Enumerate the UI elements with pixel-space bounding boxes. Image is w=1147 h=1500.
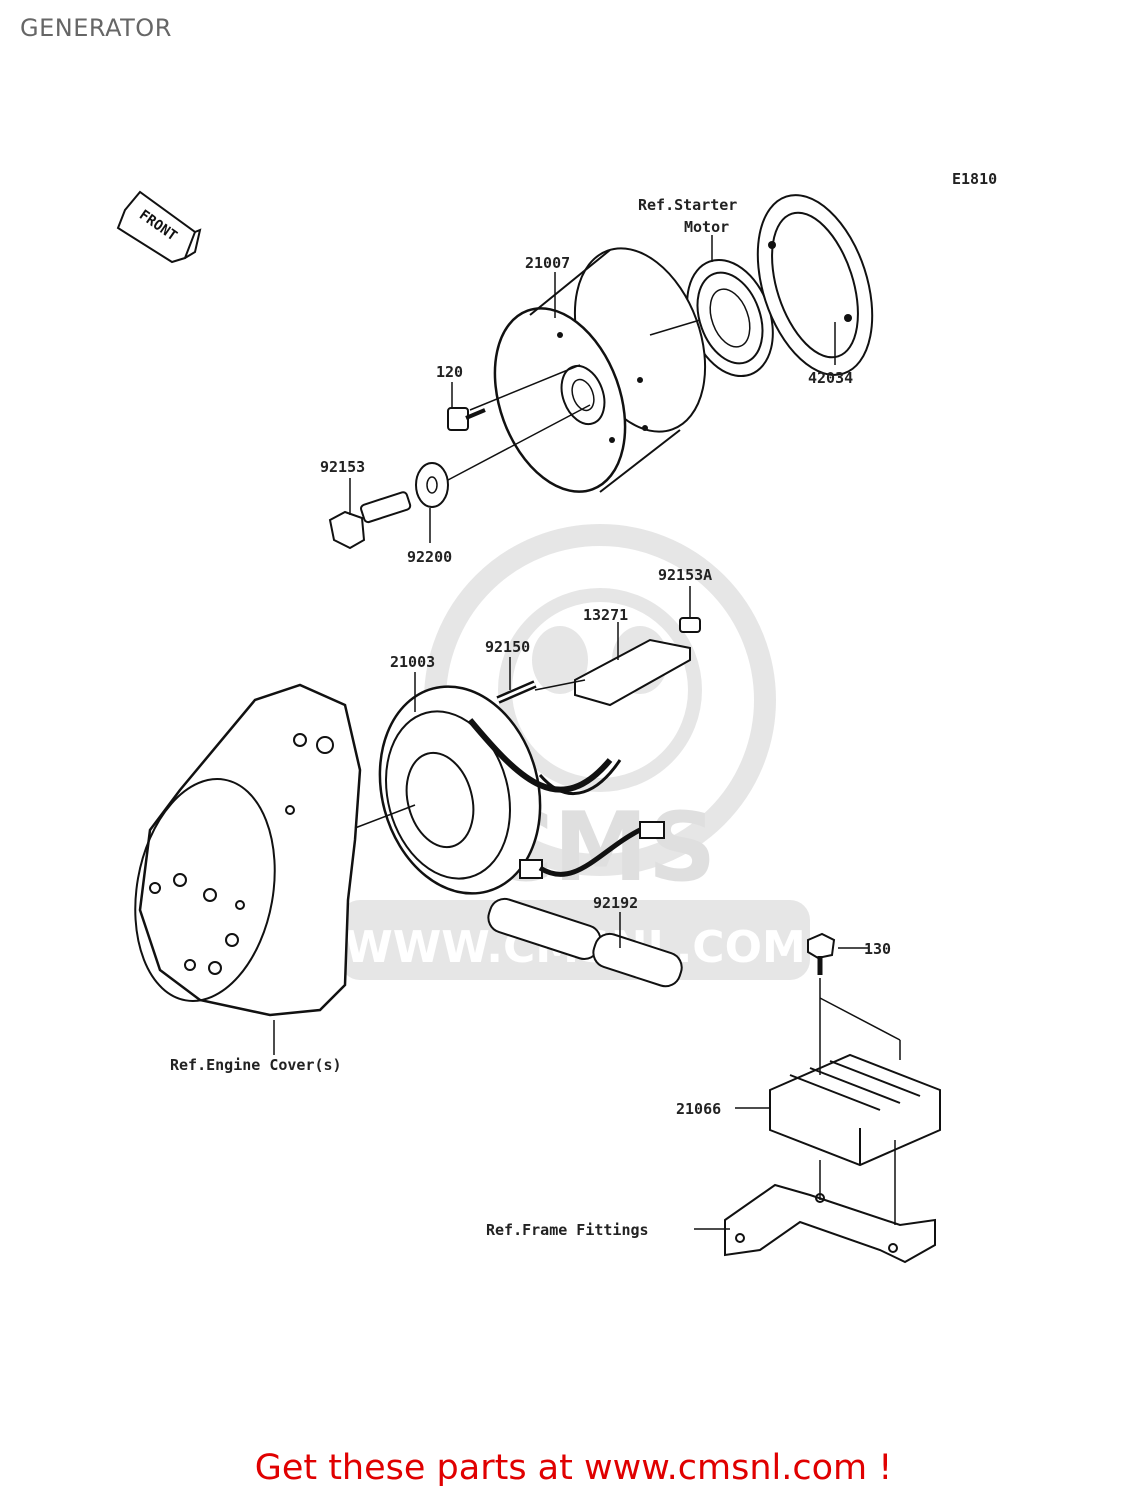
footer-cta[interactable]: Get these parts at www.cmsnl.com !	[0, 1448, 1147, 1488]
label-21066: 21066	[676, 1100, 721, 1118]
starter-clutch	[686, 258, 774, 378]
label-92153A: 92153A	[658, 566, 712, 584]
label-ref-frame-fittings: Ref.Frame Fittings	[486, 1221, 649, 1239]
label-13271: 13271	[583, 606, 628, 624]
label-21007: 21007	[525, 254, 570, 272]
frame-bracket	[724, 1183, 936, 1264]
front-arrow-icon: FRONT	[116, 190, 202, 264]
diagram-code: E1810	[952, 170, 997, 188]
label-ref-starter-motor: Motor	[684, 218, 729, 236]
label-92200: 92200	[407, 548, 452, 566]
leader-lines	[273, 235, 901, 1230]
part-92192-tubes	[487, 897, 683, 988]
label-120: 120	[436, 363, 463, 381]
label-21003: 21003	[390, 653, 435, 671]
part-92200-washer	[415, 462, 449, 508]
part-92150-screw	[496, 680, 537, 704]
label-130: 130	[864, 940, 891, 958]
label-92150: 92150	[485, 638, 530, 656]
label-92192: 92192	[593, 894, 638, 912]
part-92153A-bolt	[679, 617, 701, 633]
part-21007-rotor	[493, 247, 707, 495]
label-42034: 42034	[808, 369, 853, 387]
part-42034-ring	[756, 194, 874, 376]
part-21003-stator	[378, 685, 665, 895]
label-ref-engine-cover: Ref.Engine Cover(s)	[170, 1056, 342, 1074]
part-92153-bolt	[328, 491, 412, 550]
part-13271-plate	[574, 638, 691, 707]
part-120-bolt	[447, 407, 486, 431]
label-ref-starter: Ref.Starter	[638, 196, 737, 214]
label-92153: 92153	[320, 458, 365, 476]
part-21066-regulator	[769, 1053, 941, 1167]
engine-cover	[134, 683, 362, 1017]
part-130-bolt	[807, 932, 836, 975]
footer-link[interactable]: Get these parts at www.cmsnl.com !	[254, 1448, 893, 1488]
page-title: GENERATOR	[20, 14, 172, 42]
